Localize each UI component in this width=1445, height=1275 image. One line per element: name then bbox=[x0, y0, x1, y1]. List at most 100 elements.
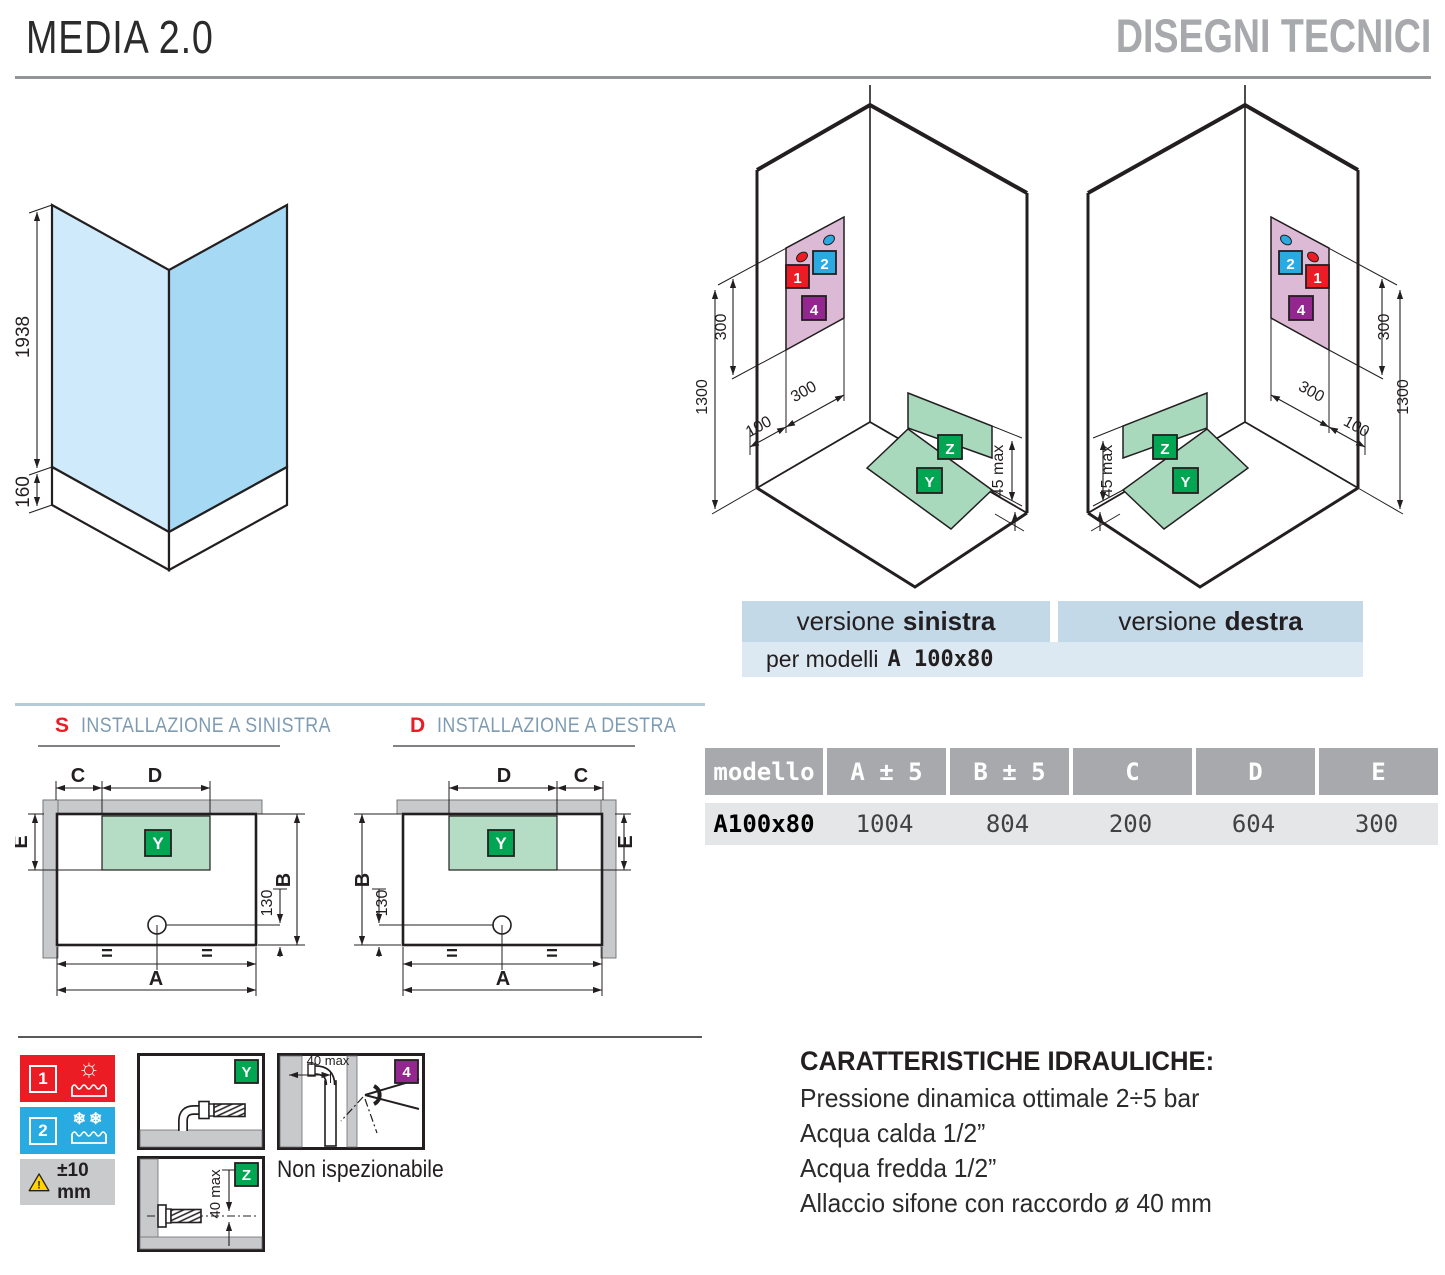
page-title: MEDIA 2.0 bbox=[26, 11, 214, 63]
dim-d: D bbox=[497, 765, 511, 787]
legend-tolerance: ! ±10 mm bbox=[20, 1159, 115, 1205]
tag-drain-z: Z bbox=[945, 441, 954, 458]
table-header-cell: A ± 5 bbox=[827, 748, 946, 795]
legend-cold-water: 2 ❄❄ bbox=[20, 1107, 115, 1154]
snowflakes-icon: ❄❄ bbox=[72, 1111, 106, 1128]
tag-cold-water: 2 bbox=[1286, 256, 1294, 273]
tag-drain-y: Y bbox=[1180, 474, 1190, 491]
tag-cold-water: 2 bbox=[820, 256, 828, 273]
table-header-cell: modello bbox=[705, 748, 823, 795]
dim-300-sx: 300 bbox=[713, 314, 730, 341]
banner-word: versione bbox=[1118, 606, 1217, 636]
dim-d: D bbox=[148, 765, 162, 787]
iso-tags-sx: 1 2 4 Y Z bbox=[785, 250, 963, 494]
iso-drawing-destra: 1 2 4 Y Z 300 1300 100 300 45 max bbox=[1086, 85, 1412, 589]
threaded-pipe bbox=[170, 1208, 202, 1224]
hydraulics-line: Acqua calda 1/2” bbox=[800, 1118, 986, 1148]
dim-1300-sx: 1300 bbox=[694, 379, 711, 415]
water-tub-icon bbox=[71, 1084, 107, 1097]
threaded-pipe bbox=[213, 1103, 246, 1118]
tag-four: 4 bbox=[810, 302, 819, 319]
table-value-cell: 300 bbox=[1354, 810, 1399, 838]
table-header-cell: B ± 5 bbox=[950, 748, 1069, 795]
dim-100-dx: 100 bbox=[1340, 413, 1372, 441]
table-value-cell: 604 bbox=[1231, 810, 1276, 838]
plan-letter-s: S bbox=[55, 714, 70, 737]
dim-e: E bbox=[15, 835, 32, 848]
dim-a: A bbox=[496, 968, 510, 990]
banner-version-right: versione destra bbox=[1058, 601, 1363, 642]
table-value-cell: 1004 bbox=[855, 810, 914, 838]
equal-mark: = bbox=[201, 943, 213, 965]
not-inspectable-label: Non ispezionabile bbox=[277, 1156, 444, 1183]
dim-45max-dx: 45 max bbox=[1099, 445, 1116, 497]
banner-right-bold: destra bbox=[1224, 606, 1303, 636]
table-row: A100x80 1004 804 200 604 300 bbox=[705, 803, 1438, 845]
glass-extension-lines bbox=[28, 204, 53, 514]
dim-130: 130 bbox=[374, 890, 391, 917]
dim-c: C bbox=[71, 765, 85, 787]
plan-header-left: S INSTALLAZIONE A SINISTRA bbox=[55, 714, 375, 738]
iso-room-dx bbox=[1086, 85, 1404, 589]
plan-title-left: INSTALLAZIONE A SINISTRA bbox=[81, 714, 331, 737]
section-title: DISEGNI TECNICI bbox=[1115, 9, 1431, 62]
tag-drain-z: Z bbox=[242, 1167, 251, 1184]
tolerance-value: ±10 mm bbox=[57, 1160, 91, 1203]
banner-left-bold: sinistra bbox=[902, 606, 996, 636]
header-divider bbox=[15, 76, 1431, 79]
models-prefix: per modelli bbox=[766, 646, 879, 672]
table-header-cell: E bbox=[1319, 748, 1438, 795]
equal-mark: = bbox=[446, 943, 458, 965]
table-header-cell: D bbox=[1196, 748, 1315, 795]
sun-icon: ☼ bbox=[77, 1054, 101, 1082]
legend-drain-z-box: 40 max Z bbox=[137, 1156, 265, 1252]
dim-c: C bbox=[574, 765, 588, 787]
vertical-pipe bbox=[324, 1080, 337, 1147]
legend-hot-water: 1 ☼ bbox=[20, 1055, 115, 1102]
dim-130: 130 bbox=[259, 890, 276, 917]
dim-300-floor-dx: 300 bbox=[1295, 378, 1327, 406]
dim-a: A bbox=[149, 968, 163, 990]
cold-water-number: 2 bbox=[29, 1117, 57, 1145]
models-code: A 100x80 bbox=[887, 647, 994, 672]
glass-height-dim: 1938 bbox=[15, 316, 34, 358]
tag-hot-water: 1 bbox=[793, 270, 801, 287]
dim-b: B bbox=[273, 873, 295, 887]
tag-four: 4 bbox=[402, 1064, 411, 1081]
dim-40max: 40 max bbox=[207, 1169, 224, 1219]
dimension-table-header: modello A ± 5 B ± 5 C D E bbox=[705, 748, 1438, 795]
tag-drain-y: Y bbox=[924, 474, 934, 491]
hydraulics-title: CARATTERISTICHE IDRAULICHE: bbox=[800, 1046, 1215, 1076]
equal-mark: = bbox=[546, 943, 558, 965]
plan-sx-geometry bbox=[28, 781, 305, 996]
warning-icon: ! bbox=[28, 1172, 50, 1191]
dim-300-floor-sx: 300 bbox=[788, 378, 820, 406]
dim-e: E bbox=[615, 835, 637, 848]
banner-version-left: versione sinistra bbox=[742, 601, 1050, 642]
plan-title-right: INSTALLAZIONE A DESTRA bbox=[437, 714, 677, 737]
legend-drain-y-box: Y bbox=[137, 1053, 265, 1150]
iso-tags-dx: 1 2 4 Y Z bbox=[1152, 250, 1330, 494]
dim-1300-dx: 1300 bbox=[1395, 379, 1412, 415]
dim-100-sx: 100 bbox=[743, 413, 775, 441]
water-tub-icon bbox=[71, 1131, 107, 1144]
table-model-cell: A100x80 bbox=[713, 810, 815, 838]
hydraulics-line: Acqua fredda 1/2” bbox=[800, 1153, 997, 1183]
table-header-cell: C bbox=[1073, 748, 1192, 795]
iso-dim-lines bbox=[711, 279, 1019, 531]
svg-text:!: ! bbox=[37, 1179, 41, 1191]
plan-drawing-sinistra: C D E B 130 = = A Y bbox=[15, 765, 305, 996]
tray-back-strip bbox=[907, 391, 993, 460]
tag-hot-water: 1 bbox=[1313, 270, 1321, 287]
table-value-cell: 804 bbox=[985, 810, 1030, 838]
dim-40max: 40 max bbox=[307, 1053, 350, 1068]
plan-underline-right bbox=[393, 745, 635, 747]
table-value-cell: 200 bbox=[1108, 810, 1153, 838]
models-strip: per modelli A 100x80 bbox=[742, 642, 1363, 677]
tag-drain-y: Y bbox=[152, 834, 164, 853]
legend-divider bbox=[18, 1036, 702, 1038]
equal-mark: = bbox=[101, 943, 113, 965]
banner-word: versione bbox=[796, 606, 895, 636]
hydraulics-line: Pressione dinamica ottimale 2÷5 bar bbox=[800, 1083, 1200, 1113]
